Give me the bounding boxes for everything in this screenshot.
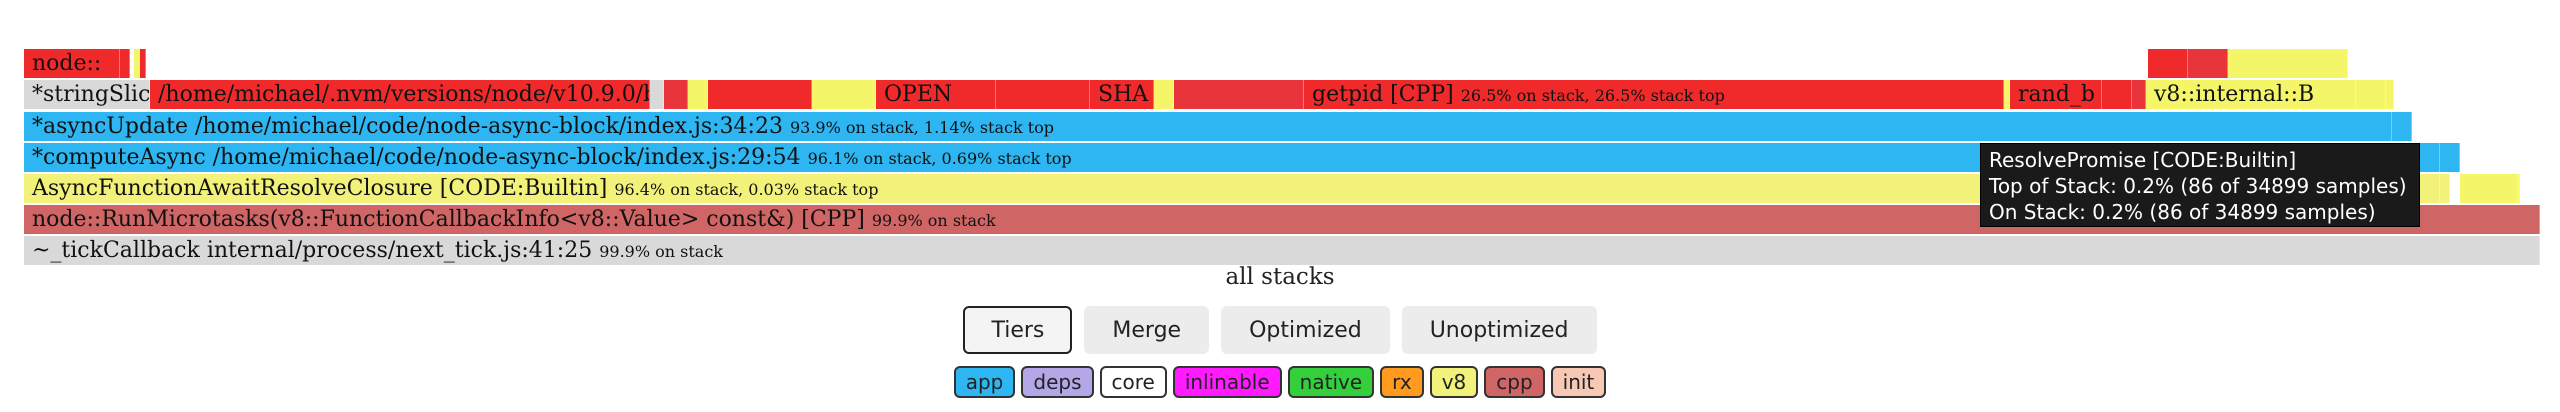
flame-frame[interactable]: ~_tickCallback internal/process/next_tic… <box>24 236 2540 265</box>
legend-cpp[interactable]: cpp <box>1484 366 1545 398</box>
type-legend: app deps core inlinable native rx v8 cpp… <box>0 366 2560 398</box>
frame-name: /home/michael/.nvm/versions/node/v10.9.0… <box>158 82 650 107</box>
frame-label: *stringSlic <box>32 82 150 107</box>
flame-frame-small[interactable] <box>2148 49 2188 78</box>
flame-frame-small[interactable] <box>2392 112 2412 141</box>
flame-frame[interactable]: OPEN <box>876 80 996 109</box>
legend-native[interactable]: native <box>1287 366 1375 398</box>
flame-frame[interactable]: v8::internal::B <box>2146 80 2356 109</box>
frame-name: ~_tickCallback internal/process/next_tic… <box>32 238 593 263</box>
flame-frame-small[interactable] <box>2498 174 2518 203</box>
frame-label: *computeAsync /home/michael/code/node-as… <box>32 146 1072 170</box>
tooltip-on-stack: On Stack: 0.2% (86 of 34899 samples) <box>1989 200 2376 224</box>
flame-frame-small[interactable] <box>120 49 130 78</box>
frame-label: node:: <box>32 52 101 75</box>
flame-frame-small[interactable] <box>650 80 664 109</box>
frame-name: v8::internal::B <box>2154 82 2315 107</box>
frame-label: AsyncFunctionAwaitResolveClosure [CODE:B… <box>32 177 878 201</box>
frame-name: getpid [CPP] <box>1312 82 1454 107</box>
frame-label: *asyncUpdate /home/michael/code/node-asy… <box>32 115 1054 139</box>
flame-frame-small[interactable] <box>2386 80 2394 109</box>
flame-frame[interactable]: /home/michael/.nvm/versions/node/v10.9.0… <box>150 80 650 109</box>
flame-frame[interactable]: *stringSlic <box>24 80 150 109</box>
frame-name: *asyncUpdate /home/michael/code/node-asy… <box>32 114 783 139</box>
flame-frame[interactable]: rand_b <box>2010 80 2102 109</box>
flame-frame-small[interactable] <box>2356 80 2386 109</box>
frame-name: node:: <box>32 51 102 76</box>
flame-frame-small[interactable] <box>688 80 708 109</box>
flame-frame[interactable]: SHA <box>1090 80 1154 109</box>
frame-name: rand_b <box>2018 82 2095 107</box>
frame-name: node::RunMicrotasks(v8::FunctionCallback… <box>32 207 865 232</box>
flame-frame-small[interactable] <box>1174 80 1304 109</box>
legend-init[interactable]: init <box>1550 366 1607 398</box>
legend-core[interactable]: core <box>1099 366 1167 398</box>
flame-frame[interactable]: getpid [CPP] 26.5% on stack, 26.5% stack… <box>1304 80 2004 109</box>
frame-stats: 96.1% on stack, 0.69% stack top <box>807 149 1072 168</box>
stack-label: all stacks <box>1225 264 1335 290</box>
frame-name: *stringSlic <box>32 82 150 107</box>
flame-frame-small[interactable] <box>2102 80 2132 109</box>
flame-frame-small[interactable] <box>1154 80 1174 109</box>
legend-v8[interactable]: v8 <box>1429 366 1479 398</box>
flame-frame-small[interactable] <box>2004 80 2010 109</box>
flame-frame-small[interactable] <box>2440 174 2450 203</box>
frame-label: v8::internal::B <box>2154 83 2314 106</box>
unoptimized-button[interactable]: Unoptimized <box>1401 306 1597 354</box>
frame-label: node::RunMicrotasks(v8::FunctionCallback… <box>32 208 996 232</box>
legend-inlinable[interactable]: inlinable <box>1172 366 1282 398</box>
view-controls: Tiers Merge Optimized Unoptimized <box>0 306 2560 354</box>
flame-frame-small[interactable] <box>664 80 688 109</box>
frame-label: rand_b <box>2018 83 2095 106</box>
flame-frame-small[interactable] <box>140 49 146 78</box>
flame-frame-small[interactable] <box>2228 49 2348 78</box>
flame-frame[interactable]: node:: <box>24 49 120 78</box>
flame-frame-small[interactable] <box>996 80 1090 109</box>
frame-stats: 26.5% on stack, 26.5% stack top <box>1460 86 1725 105</box>
flame-frame-small[interactable] <box>2188 49 2228 78</box>
flame-frame-small[interactable] <box>2132 80 2146 109</box>
merge-button[interactable]: Merge <box>1084 306 1210 354</box>
frame-label: SHA <box>1098 83 1148 106</box>
flame-frame-small[interactable] <box>812 80 876 109</box>
flame-frame-small[interactable] <box>708 80 812 109</box>
frame-name: OPEN <box>884 82 953 107</box>
tiers-button[interactable]: Tiers <box>963 306 1073 354</box>
frame-tooltip: ResolvePromise [CODE:Builtin] Top of Sta… <box>1980 143 2420 227</box>
frame-name: *computeAsync /home/michael/code/node-as… <box>32 145 801 170</box>
legend-app[interactable]: app <box>953 366 1016 398</box>
tooltip-top-of-stack: Top of Stack: 0.2% (86 of 34899 samples) <box>1989 174 2407 198</box>
legend-deps[interactable]: deps <box>1021 366 1094 398</box>
tooltip-title: ResolvePromise [CODE:Builtin] <box>1989 148 2297 172</box>
frame-stats: 99.9% on stack <box>871 211 996 230</box>
frame-stats: 99.9% on stack <box>599 242 723 261</box>
frame-label: ~_tickCallback internal/process/next_tic… <box>32 239 723 263</box>
frame-label: getpid [CPP] 26.5% on stack, 26.5% stack… <box>1312 83 1725 107</box>
flame-frame-small[interactable] <box>2440 143 2460 172</box>
frame-stats: 96.4% on stack, 0.03% stack top <box>614 180 879 199</box>
frame-label: OPEN <box>884 83 952 106</box>
frame-name: SHA <box>1098 82 1149 107</box>
frame-name: AsyncFunctionAwaitResolveClosure [CODE:B… <box>32 176 608 201</box>
frame-stats: 93.9% on stack, 1.14% stack top <box>789 118 1055 137</box>
legend-rx[interactable]: rx <box>1380 366 1424 398</box>
flame-frame[interactable]: *asyncUpdate /home/michael/code/node-asy… <box>24 112 2392 141</box>
frame-label: /home/michael/.nvm/versions/node/v10.9.0… <box>158 82 650 107</box>
optimized-button[interactable]: Optimized <box>1221 306 1390 354</box>
